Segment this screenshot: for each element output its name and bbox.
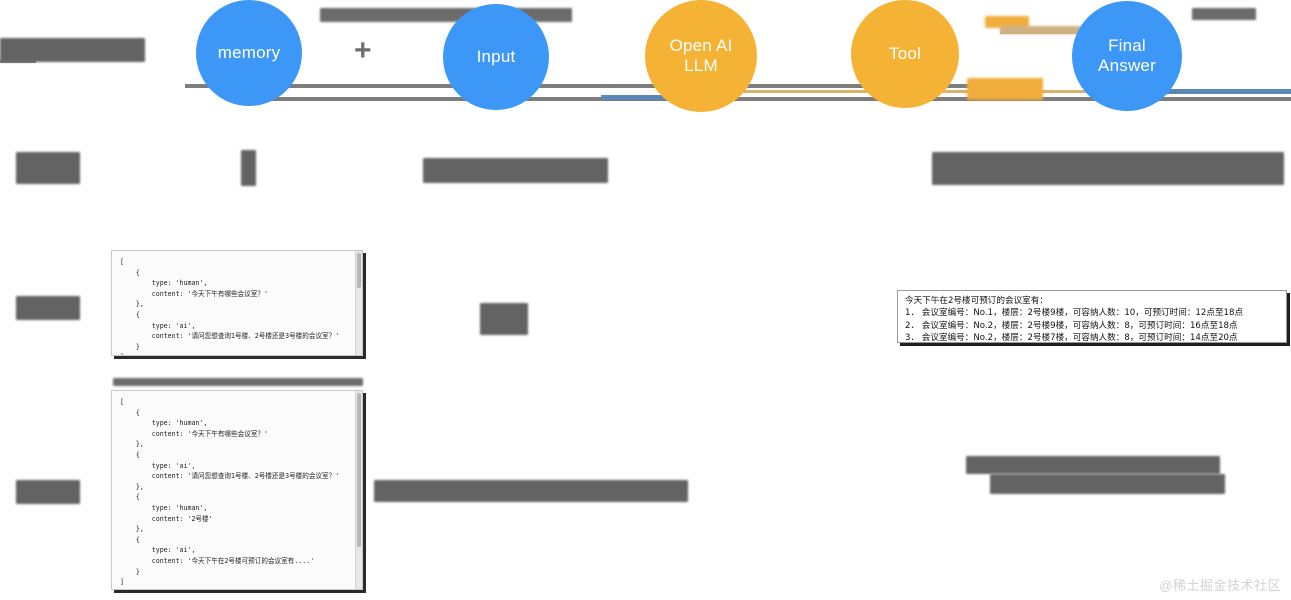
redacted-row-label-2 xyxy=(241,150,256,186)
code-panel-memory-history-short[interactable]: [ { type: 'human', content: '今天下午有哪些会议室？… xyxy=(111,250,363,356)
redacted-caption-panel-top xyxy=(113,378,363,386)
redacted-caption-mid-right xyxy=(932,152,1284,185)
wire-orange-segment xyxy=(740,90,1170,93)
watermark: @稀土掘金技术社区 xyxy=(1159,578,1281,593)
redacted-caption-bottom-right-b xyxy=(990,474,1225,494)
wire-blue-segment xyxy=(601,95,669,100)
node-tool-label: Tool xyxy=(889,43,921,63)
redacted-title-left xyxy=(0,38,145,62)
tool-result-line-2: 2． 会议室编号：No.2，楼层：2号楼9楼，可容纳人数：8，可预订时间：16点… xyxy=(905,320,1238,331)
code-panel-memory-history-long[interactable]: [ { type: 'human', content: '今天下午有哪些会议室？… xyxy=(111,390,363,590)
code-panel-memory-history-long-content: [ { type: 'human', content: '今天下午有哪些会议室？… xyxy=(120,398,340,587)
tool-result-line-1: 1． 会议室编号：No.1，楼层：2号楼9楼，可容纳人数：10，可预订时间：12… xyxy=(905,308,1244,319)
node-final-answer[interactable]: Final Answer xyxy=(1072,1,1182,111)
node-final-answer-label: Final Answer xyxy=(1098,35,1156,75)
node-input[interactable]: Input xyxy=(443,4,549,110)
redacted-caption-mid-center xyxy=(423,158,608,183)
redacted-caption-bottom-center xyxy=(374,480,688,502)
redacted-caption-top-right-c xyxy=(1192,8,1256,20)
wire-blue-tail xyxy=(1162,89,1291,94)
redacted-row-label-1 xyxy=(16,152,80,184)
redacted-side-label-upper xyxy=(16,296,80,320)
redacted-step-badge-center xyxy=(480,303,528,335)
node-openai-llm-label: Open AI LLM xyxy=(669,35,733,75)
tool-result-line-3: 3． 会议室编号：No.2，楼层：2号楼7楼，可容纳人数：8，可预订时间：14点… xyxy=(905,332,1238,343)
plus-operator-label: + xyxy=(354,34,372,67)
tool-result-line-0: 今天下午在2号楼可预订的会议室有： xyxy=(905,296,1048,306)
code-panel-scrollbar-thumb-short[interactable] xyxy=(357,253,361,289)
tool-result-panel: 今天下午在2号楼可预订的会议室有： 1． 会议室编号：No.1，楼层：2号楼9楼… xyxy=(897,290,1287,343)
redacted-caption-tool-output xyxy=(967,78,1043,100)
code-panel-scrollbar-thumb-long[interactable] xyxy=(357,393,361,548)
code-panel-memory-history-short-content: [ { type: 'human', content: '今天下午有哪些会议室？… xyxy=(120,258,340,355)
code-panel-scrollbar-long[interactable] xyxy=(355,391,362,589)
redacted-caption-top-right-b xyxy=(1000,26,1086,34)
node-tool[interactable]: Tool xyxy=(851,0,959,108)
wire-main-horizontal xyxy=(185,84,995,88)
redacted-caption-top-right-a xyxy=(985,16,1029,28)
wire-secondary-horizontal xyxy=(236,97,1291,101)
code-panel-scrollbar-short[interactable] xyxy=(355,251,362,355)
node-openai-llm[interactable]: Open AI LLM xyxy=(645,0,757,112)
redacted-side-label-lower xyxy=(16,480,80,504)
node-memory-label: memory xyxy=(217,42,281,62)
plus-operator: + xyxy=(354,36,372,66)
redacted-caption-bottom-right-a xyxy=(966,456,1220,474)
node-memory[interactable]: memory xyxy=(196,0,302,106)
node-input-label: Input xyxy=(476,46,516,66)
